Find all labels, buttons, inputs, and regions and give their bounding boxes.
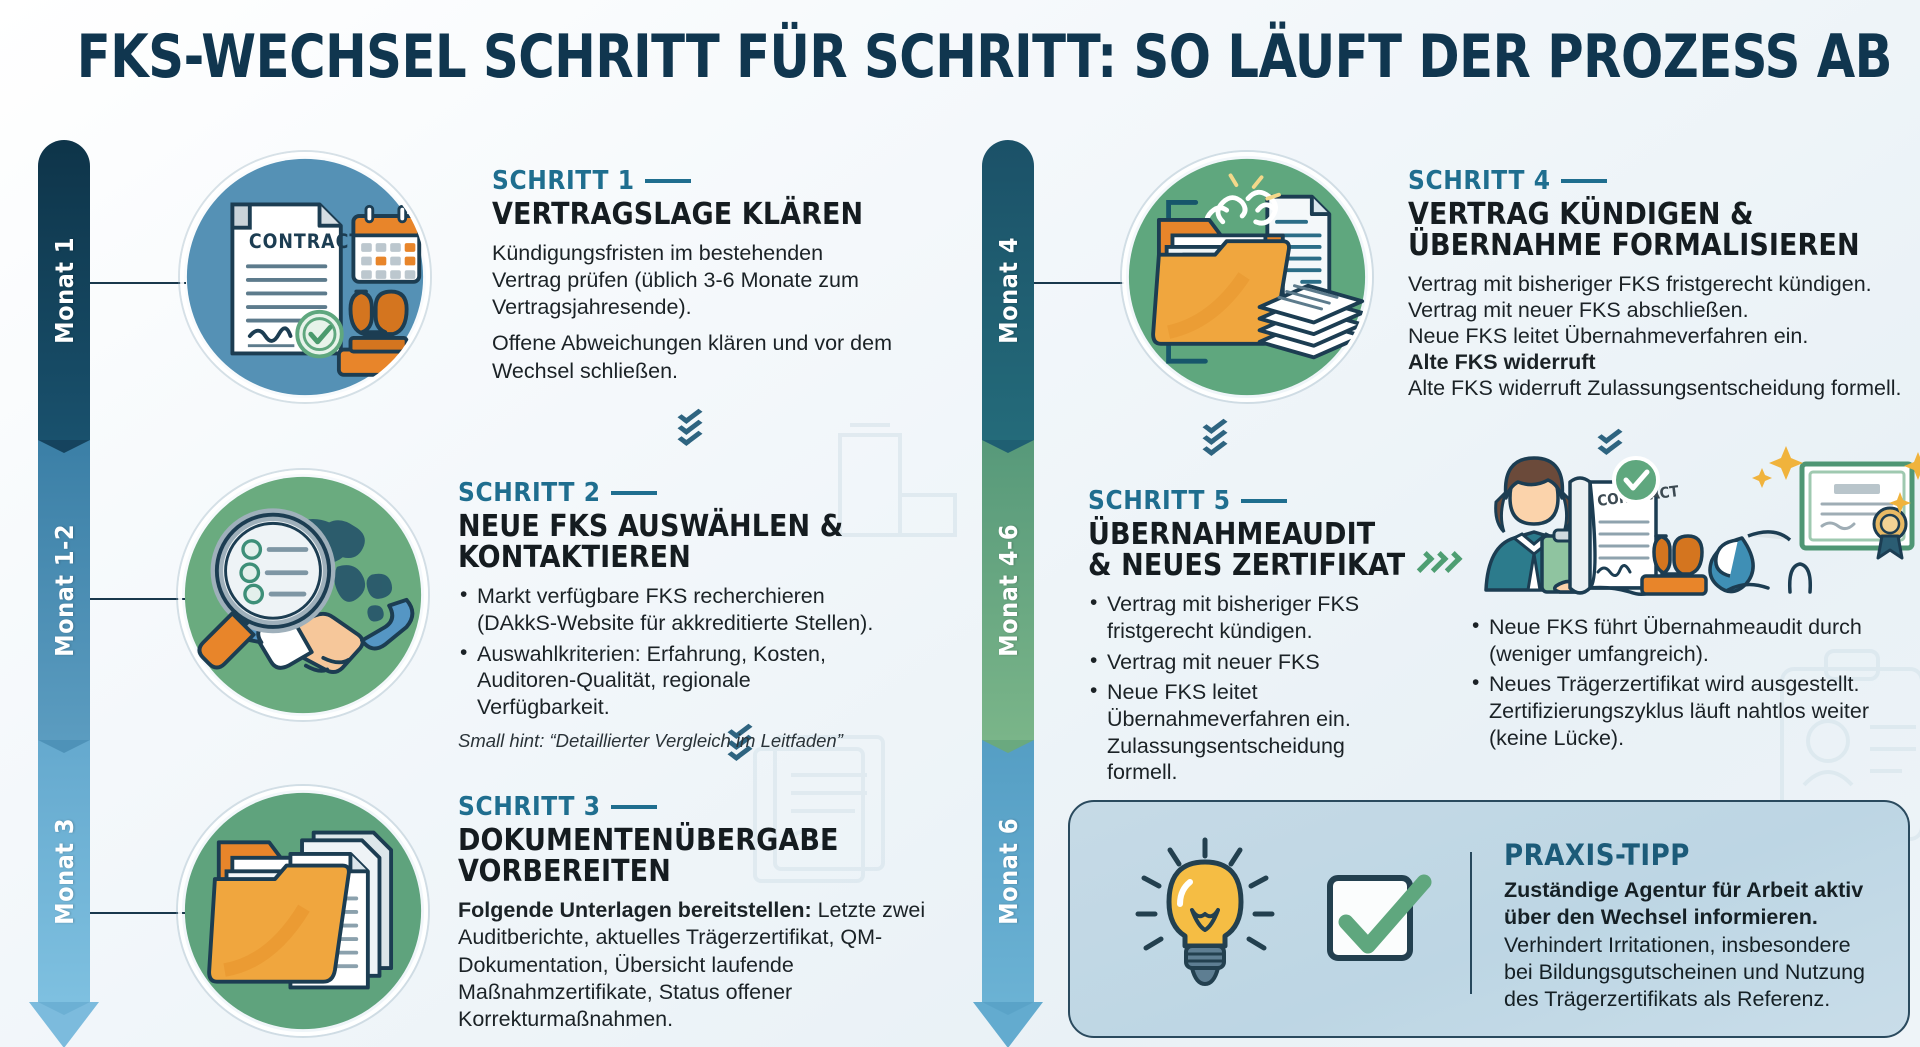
- step-3-rest: Letzte zwei Auditberichte, aktuelles Trä…: [458, 898, 926, 1031]
- tip-rest: Verhindert Irritationen, insbesondere be…: [1504, 932, 1865, 1012]
- step-4-line-1: Vertrag mit bisheriger FKS fristgerecht …: [1408, 272, 1872, 297]
- step-2: SCHRITT 2 NEUE FKS AUSWÄHLEN & KONTAKTIE…: [458, 478, 888, 752]
- step-5: SCHRITT 5 ÜBERNAHMEAUDIT & NEUES ZERTIFI…: [1088, 486, 1408, 790]
- step-2-bullet-1: Markt verfügbare FKS recherchieren (DAkk…: [458, 582, 888, 636]
- step-4-icon: [1122, 152, 1372, 402]
- step-4-body: Vertrag mit bisheriger FKS fristgerecht …: [1408, 271, 1908, 401]
- step-3-kicker: SCHRITT 3: [458, 792, 601, 822]
- page-title: FKS-WECHSEL SCHRITT FÜR SCHRITT: SO LÄUF…: [76, 22, 1893, 92]
- step-2-hint: Small hint: “Detaillierter Vergleich im …: [458, 729, 843, 751]
- connector-step-2: [90, 598, 186, 600]
- timeline-right-label-3: Monat 6: [993, 817, 1023, 925]
- auditor-contract-certificate-icon: CONTRACT: [1484, 446, 1920, 596]
- contract-calendar-stamp-icon: CONTRACT: [186, 158, 424, 396]
- kicker-rule: [610, 805, 657, 809]
- timeline-right-segment-1: Monat 4: [982, 140, 1034, 453]
- kicker-rule: [644, 179, 691, 183]
- timeline-left-segment-3: Monat 3: [38, 740, 90, 1015]
- step-5-right-bullets: Neue FKS führt Übernahmeaudit durch (wen…: [1470, 613, 1900, 755]
- connector-step-4: [1034, 282, 1124, 284]
- step-3: SCHRITT 3 DOKUMENTENÜBERGABE VORBEREITEN…: [458, 792, 948, 1033]
- step-3-icon: [178, 786, 428, 1036]
- tip-divider: [1470, 852, 1472, 994]
- step-2-headline: NEUE FKS AUSWÄHLEN & KONTAKTIEREN: [458, 509, 844, 576]
- tip-bold: Zuständige Agentur für Arbeit aktiv über…: [1504, 878, 1864, 930]
- step-4-headline: VERTRAG KÜNDIGEN & ÜBERNAHME FORMALISIER…: [1408, 197, 1860, 264]
- step-4-bold-line: Alte FKS widerruft: [1408, 350, 1596, 375]
- praxis-tipp-box: PRAXIS-TIPP Zuständige Agentur für Arbei…: [1068, 800, 1910, 1038]
- step-2-bullets: Markt verfügbare FKS recherchieren (DAkk…: [458, 582, 888, 721]
- step-4-kicker: SCHRITT 4: [1408, 166, 1551, 196]
- checkbox-check-icon: [1327, 874, 1432, 961]
- timeline-right-label-2: Monat 4-6: [993, 523, 1023, 657]
- ghost-chart-doodle: [838, 423, 957, 537]
- step-5-bullet-2: Vertrag mit neuer FKS: [1088, 648, 1408, 676]
- folder-documents-icon: [184, 792, 422, 1030]
- timeline-right: Monat 4 Monat 4-6 Monat 6: [973, 140, 1043, 1047]
- step-1-kicker: SCHRITT 1: [492, 166, 635, 196]
- step-3-body: Folgende Unterlagen bereitstellen: Letzt…: [458, 897, 948, 1032]
- chevron-down-icon-step4-5: [1202, 415, 1228, 456]
- step-2-icon: [178, 470, 428, 720]
- step-4-kicker-row: SCHRITT 4: [1408, 166, 1908, 196]
- magnifier-world-handshake-icon: [184, 476, 422, 714]
- step-1-kicker-row: SCHRITT 1: [492, 166, 892, 196]
- step-3-headline: DOKUMENTENÜBERGABE VORBEREITEN: [458, 823, 839, 890]
- kicker-rule: [1240, 499, 1287, 503]
- tip-body: Zuständige Agentur für Arbeit aktiv über…: [1504, 877, 1882, 1013]
- svg-text:CONTRACT: CONTRACT: [249, 230, 362, 253]
- tip-text-block: PRAXIS-TIPP Zuständige Agentur für Arbei…: [1504, 838, 1882, 1013]
- step-1-paragraph-1: Kündigungsfristen im bestehenden Vertrag…: [492, 241, 859, 320]
- chevron-down-icon-step1-2: [677, 405, 703, 446]
- step-5-right-bullet-1: Neue FKS führt Übernahmeaudit durch (wen…: [1470, 613, 1900, 667]
- step-4: SCHRITT 4 VERTRAG KÜNDIGEN & ÜBERNAHME F…: [1408, 166, 1908, 401]
- step-5-bullet-3: Neue FKS leitet Übernahmeverfahren ein. …: [1088, 678, 1408, 786]
- step-5-kicker: SCHRITT 5: [1088, 486, 1231, 516]
- step-5-headline: ÜBERNAHMEAUDIT & NEUES ZERTIFIKAT: [1088, 517, 1406, 584]
- step-1-body: Kündigungsfristen im bestehenden Vertrag…: [492, 240, 892, 384]
- timeline-left: Monat 1 Monat 1-2 Monat 3: [29, 140, 99, 1047]
- step-1-headline: VERTRAGSLAGE KLÄREN: [492, 197, 864, 232]
- timeline-left-label-2: Monat 1-2: [49, 523, 79, 657]
- tip-title: PRAXIS-TIPP: [1504, 838, 1690, 872]
- step-2-kicker-row: SCHRITT 2: [458, 478, 888, 508]
- step-1: SCHRITT 1 VERTRAGSLAGE KLÄREN Kündigungs…: [492, 166, 892, 385]
- step-2-kicker: SCHRITT 2: [458, 478, 601, 508]
- step-1-paragraph-2: Offene Abweichungen klären und vor dem W…: [492, 331, 893, 383]
- step-3-lead: Folgende Unterlagen bereitstellen:: [458, 898, 812, 923]
- step-5-bullet-1: Vertrag mit bisheriger FKS fristgerecht …: [1088, 590, 1408, 644]
- timeline-left-segment-1: Monat 1: [38, 140, 90, 453]
- step-5-right-bullet-2: Neues Trägerzertifikat wird ausgestellt.…: [1470, 670, 1900, 751]
- step-4-line-3: Neue FKS leitet Übernahmeverfahren ein.: [1408, 324, 1809, 349]
- step-1-icon: CONTRACT: [180, 152, 430, 402]
- step-5-kicker-row: SCHRITT 5: [1088, 486, 1408, 516]
- step-3-kicker-row: SCHRITT 3: [458, 792, 948, 822]
- ghost-documents-doodle: [753, 735, 885, 883]
- timeline-left-label-3: Monat 3: [49, 817, 79, 925]
- step-4-line-2: Vertrag mit neuer FKS abschließen.: [1408, 298, 1749, 323]
- connector-step-3: [90, 912, 186, 914]
- timeline-left-segment-2: Monat 1-2: [38, 440, 90, 753]
- kicker-rule: [1560, 179, 1607, 183]
- connector-step-1: [90, 282, 186, 284]
- step-4-last-line: Alte FKS widerruft Zulassungsentscheidun…: [1408, 376, 1902, 401]
- step-5-bullets: Vertrag mit bisheriger FKS fristgerecht …: [1088, 590, 1408, 786]
- timeline-right-segment-2: Monat 4-6: [982, 440, 1034, 753]
- folder-broken-chain-icon: [1128, 158, 1366, 396]
- step-2-bullet-2: Auswahlkriterien: Erfahrung, Kosten, Aud…: [458, 640, 888, 721]
- timeline-left-label-1: Monat 1: [49, 236, 79, 344]
- step-3-paragraph: Folgende Unterlagen bereitstellen: Letzt…: [458, 897, 948, 1032]
- kicker-rule: [610, 491, 657, 495]
- timeline-right-label-1: Monat 4: [993, 236, 1023, 344]
- lightbulb-icon: [1135, 837, 1275, 986]
- timeline-right-segment-3: Monat 6: [982, 740, 1034, 1015]
